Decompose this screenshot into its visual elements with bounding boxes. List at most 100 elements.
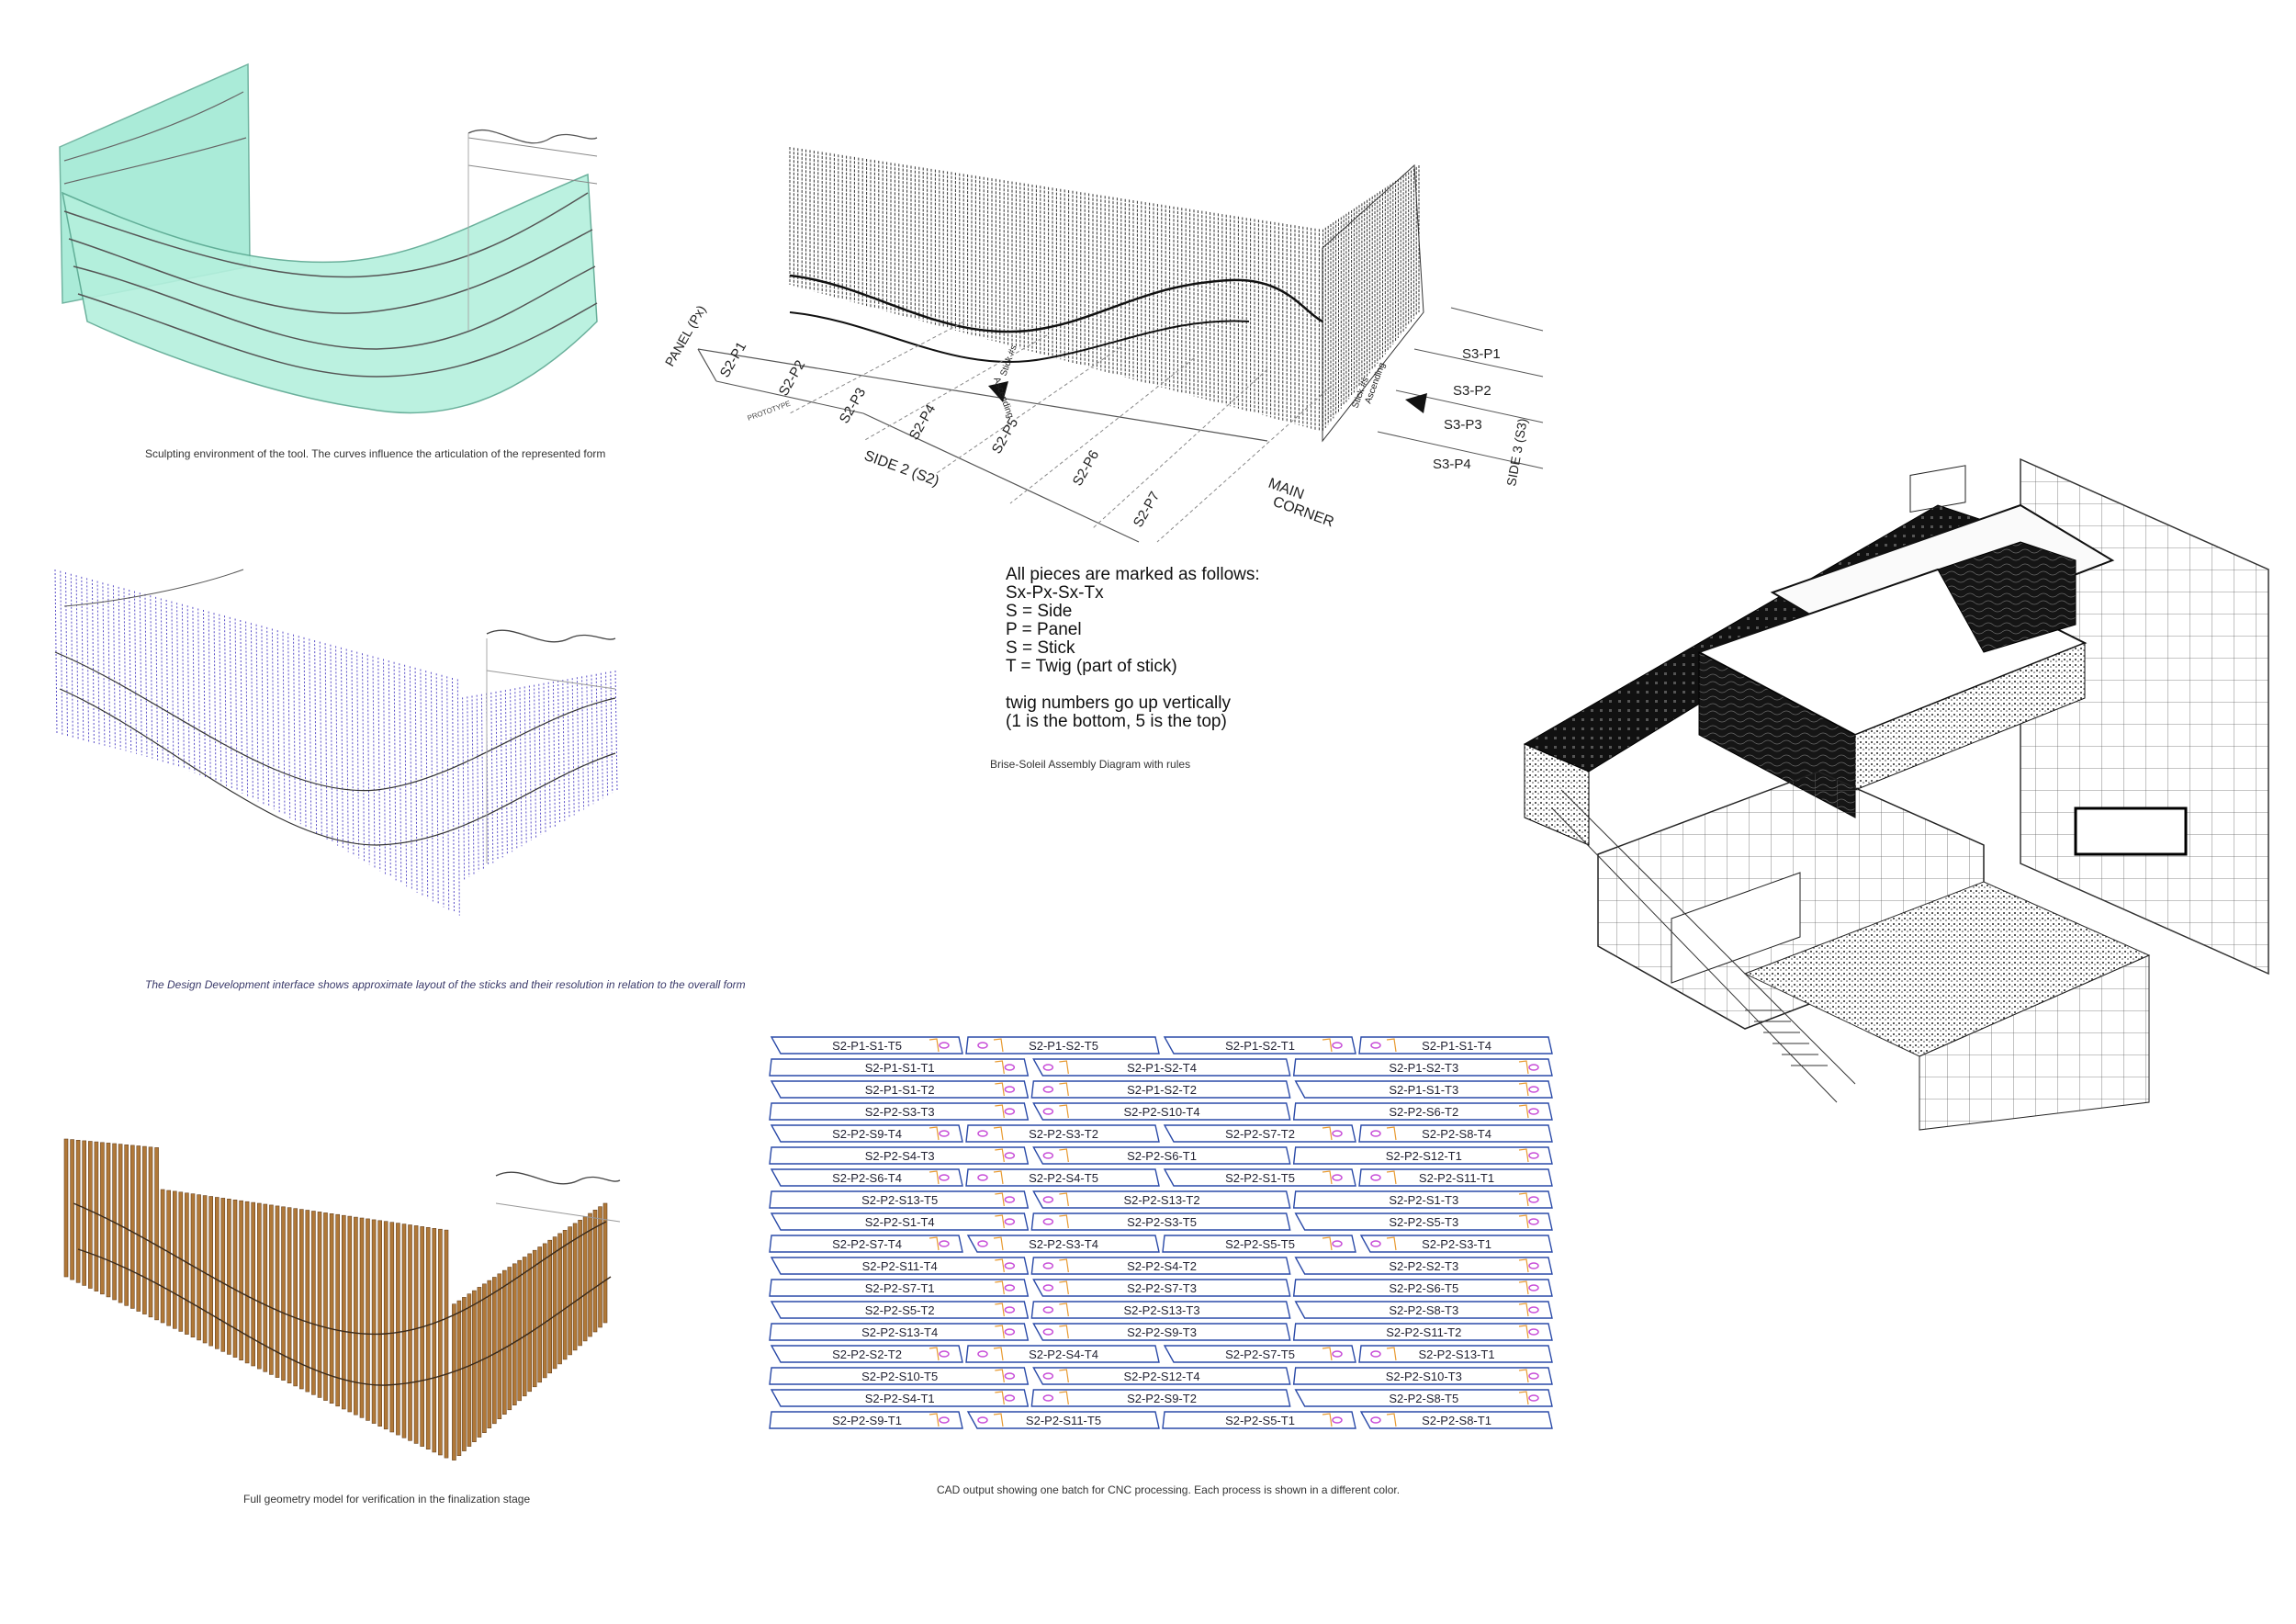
panel-s2-p1: S2-P1 — [717, 339, 750, 380]
cnc-piece-label: S2-P1-S1-T3 — [1389, 1083, 1458, 1097]
stick-line — [610, 671, 613, 794]
cnc-piece: S2-P1-S2-T3 — [1292, 1058, 1553, 1077]
stick-line — [335, 646, 339, 846]
stick-line — [393, 661, 397, 881]
cnc-piece-outline — [1162, 1411, 1356, 1429]
cnc-cut-mark — [1059, 1060, 1069, 1075]
stick-line — [330, 644, 333, 843]
cnc-piece-outline — [1359, 1411, 1553, 1429]
cnc-piece-outline — [769, 1367, 1030, 1385]
cnc-piece-label: S2-P1-S2-T1 — [1225, 1039, 1295, 1053]
cnc-piece-outline — [770, 1257, 1030, 1275]
cnc-cut-mark — [995, 1192, 1005, 1207]
cnc-piece-label: S2-P2-S13-T2 — [1123, 1193, 1199, 1207]
cnc-drill-mark — [1042, 1284, 1054, 1291]
cnc-cut-mark — [993, 1413, 1004, 1427]
stick-line — [261, 626, 264, 805]
wood-slat — [588, 1212, 592, 1337]
stick-line — [224, 615, 227, 786]
stick-line — [144, 593, 148, 758]
wood-slat — [118, 1144, 123, 1303]
stick-line — [118, 586, 121, 750]
stick-line — [462, 697, 466, 880]
stick-line — [213, 613, 217, 782]
wood-slat — [244, 1201, 250, 1364]
cnc-piece-label: S2-P2-S2-T2 — [832, 1348, 902, 1361]
stick-line — [435, 673, 439, 905]
stick-line — [293, 634, 296, 821]
cnc-piece-outline — [1292, 1190, 1553, 1209]
cnc-cut-mark — [1518, 1192, 1529, 1207]
cnc-drill-mark — [1332, 1130, 1343, 1137]
wood-slats — [63, 1138, 608, 1460]
wood-slat — [305, 1210, 310, 1393]
cnc-cut-mark — [995, 1148, 1005, 1163]
stick-ascending-left-1: Stick #s — [998, 344, 1019, 378]
cnc-cut-mark — [995, 1060, 1005, 1075]
wood-slat — [354, 1216, 358, 1415]
cnc-piece-outline — [1162, 1235, 1356, 1253]
stick-line — [287, 633, 291, 818]
cnc-drill-mark — [1528, 1394, 1539, 1402]
wood-slat — [408, 1224, 412, 1441]
wood-slat — [275, 1205, 280, 1378]
stick-line — [543, 682, 546, 832]
cnc-piece-label: S2-P2-S8-T4 — [1422, 1127, 1491, 1141]
cnc-cut-mark — [995, 1391, 1005, 1405]
cnc-piece-outline — [1032, 1190, 1291, 1209]
stick-line — [250, 623, 253, 799]
cnc-piece: S2-P2-S5-T3 — [1294, 1212, 1553, 1231]
main-corner-label-2: CORNER — [1271, 494, 1336, 531]
stick-line — [591, 674, 594, 805]
stick-line — [456, 679, 460, 916]
assembly-diagram — [697, 147, 1544, 543]
cnc-drill-mark — [977, 1240, 988, 1247]
stick-line — [282, 631, 286, 816]
cnc-piece-label: S2-P2-S13-T4 — [861, 1325, 938, 1339]
cnc-drill-mark — [1528, 1152, 1539, 1159]
wood-slat — [215, 1197, 219, 1349]
stick-line — [81, 576, 84, 741]
cnc-piece-label: S2-P2-S5-T2 — [865, 1303, 935, 1317]
cnc-drill-mark — [1042, 1086, 1054, 1093]
cnc-piece-label: S2-P2-S8-T1 — [1422, 1414, 1491, 1427]
cnc-piece-label: S2-P2-S6-T1 — [1127, 1149, 1197, 1163]
wood-slat — [329, 1213, 334, 1404]
assembly-labels: PANEL (Px) PROTOTYPE SIDE 2 (S2) SIDE 3 … — [662, 302, 1530, 531]
stick-line — [203, 609, 206, 778]
wood-slat — [298, 1209, 304, 1390]
cnc-piece-label: S2-P2-S5-T3 — [1389, 1215, 1458, 1229]
rules-line — [1006, 676, 1260, 694]
cnc-piece-label: S2-P1-S1-T4 — [1422, 1039, 1491, 1053]
stick-line — [480, 694, 484, 869]
cnc-piece-outline — [769, 1411, 963, 1429]
cnc-piece-label: S2-P2-S4-T1 — [865, 1392, 935, 1405]
stick-line — [600, 672, 603, 799]
wood-slat — [281, 1206, 286, 1381]
cnc-piece: S2-P1-S2-T2 — [1030, 1080, 1291, 1099]
cnc-drill-mark — [1042, 1262, 1054, 1269]
cnc-piece-label: S2-P2-S7-T2 — [1225, 1127, 1295, 1141]
wood-slat — [420, 1226, 425, 1447]
cnc-drill-mark — [1004, 1218, 1016, 1225]
cnc-cut-mark — [1322, 1170, 1333, 1185]
wood-slat — [232, 1200, 238, 1358]
wood-slat — [462, 1297, 467, 1451]
cnc-piece-outline — [1292, 1102, 1553, 1121]
cnc-drill-mark — [1528, 1306, 1539, 1314]
stick-line — [181, 603, 185, 770]
wood-slat — [432, 1228, 437, 1453]
cnc-cut-mark — [1322, 1236, 1333, 1251]
panel-axis-label: PANEL (Px) — [662, 302, 709, 368]
panel-s2-p4: S2-P4 — [906, 401, 940, 443]
stick-line — [519, 687, 523, 847]
cnc-piece-label: S2-P2-S5-T5 — [1225, 1237, 1295, 1251]
wood-slat — [413, 1225, 419, 1444]
cnc-piece: S2-P2-S3-T3 — [769, 1102, 1030, 1121]
cnc-piece-label: S2-P2-S9-T3 — [1127, 1325, 1197, 1339]
wood-slat — [75, 1139, 81, 1283]
cnc-piece: S2-P2-S7-T5 — [1163, 1345, 1356, 1363]
cnc-cut-mark — [993, 1236, 1004, 1251]
wood-slat — [317, 1212, 322, 1398]
assembly-rules: All pieces are marked as follows: Sx-Px-… — [1006, 566, 1260, 731]
